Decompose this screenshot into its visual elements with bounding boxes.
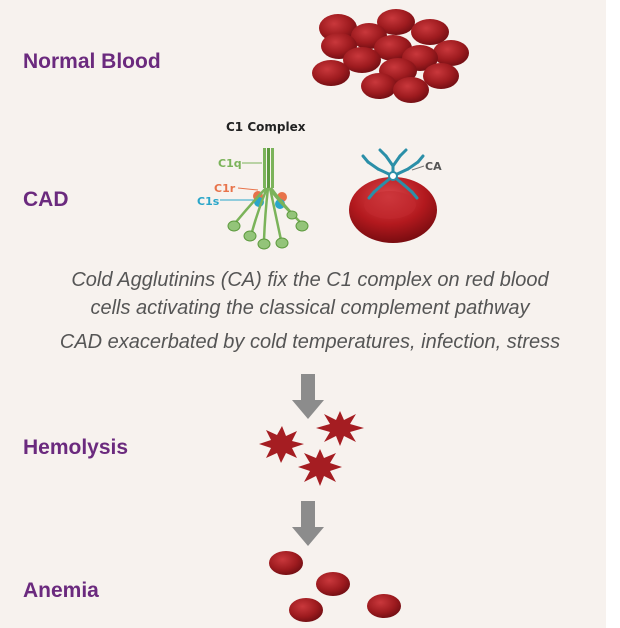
label-cad: CAD xyxy=(23,188,69,211)
lysed-cell-icon xyxy=(259,411,364,486)
description-line-1: Cold Agglutinins (CA) fix the C1 complex… xyxy=(71,269,549,291)
description-line-3: CAD exacerbated by cold temperatures, in… xyxy=(59,331,561,353)
cold-agglutinin-icon: CA xyxy=(349,148,442,243)
sparse-rbc-icon xyxy=(269,551,401,622)
c1q-label: C1q xyxy=(218,157,242,170)
c1-complex-title: C1 Complex xyxy=(226,120,306,134)
rbc-cluster-icon xyxy=(312,9,469,103)
label-normal-blood: Normal Blood xyxy=(23,50,161,73)
label-hemolysis: Hemolysis xyxy=(23,436,129,459)
description-line-2: cells activating the classical complemen… xyxy=(90,297,530,319)
c1-complex-icon: C1 Complex C1q C1r C1s xyxy=(197,120,309,250)
c1r-label: C1r xyxy=(214,182,236,195)
c1s-label: C1s xyxy=(197,195,220,208)
ca-label: CA xyxy=(425,160,442,173)
down-arrow-icon xyxy=(292,501,324,546)
down-arrow-icon xyxy=(292,374,324,419)
label-anemia: Anemia xyxy=(23,579,99,602)
